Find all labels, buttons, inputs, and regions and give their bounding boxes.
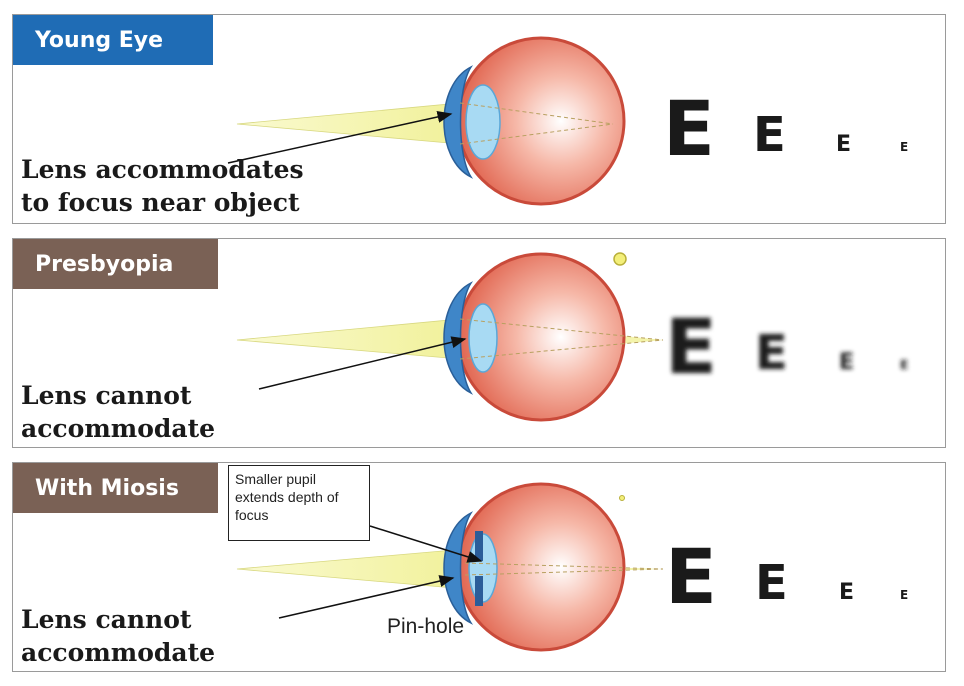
panel-caption: Lens cannot accommodate [21, 605, 216, 667]
cornea [443, 65, 474, 179]
focus-line [459, 339, 664, 360]
chart-letter: E [836, 132, 851, 157]
focus-line [464, 562, 664, 570]
panel-title: Young Eye [13, 15, 213, 65]
focus-line [459, 318, 664, 341]
chart-letter: E [665, 302, 717, 391]
chart-letter: E [900, 588, 908, 602]
eye-chart: E E E E [663, 84, 908, 173]
chart-letter: E [900, 358, 908, 372]
young-eye-illustration: E E E E [227, 36, 908, 206]
chart-letter: E [755, 555, 788, 611]
panel-caption: Lens accommodates to focus near object [21, 155, 304, 217]
eye-chart: E E E E [665, 532, 908, 621]
panel-young-eye: E E E E Young Eye Lens accommodates to f… [12, 14, 946, 224]
miosis-illustration: E E E E [236, 482, 908, 652]
pin-hole-iris [475, 531, 483, 561]
focus-line [464, 568, 664, 576]
chart-letter: E [839, 580, 854, 605]
chart-letter: E [755, 325, 788, 381]
callout-arrow [369, 525, 483, 563]
panel-title: Presbyopia [13, 239, 218, 289]
pointer-arrow [278, 575, 455, 619]
lens [468, 303, 498, 373]
callout-box: Smaller pupil extends depth of focus [228, 465, 370, 541]
chart-letter: E [839, 350, 854, 375]
panel-presbyopia: E E E E Presbyopia Lens cannot accommoda… [12, 238, 946, 448]
cornea [443, 511, 474, 625]
chart-letter: E [900, 140, 908, 154]
pointer-arrow [258, 336, 467, 390]
eye-chart-blurred: E E E E [665, 302, 908, 391]
panel-caption: Lens cannot accommodate [21, 381, 216, 443]
light-beam [236, 102, 461, 145]
pin-hole-label: Pin-hole [387, 615, 465, 638]
chart-letter: E [663, 84, 715, 173]
pin-hole-iris [475, 576, 483, 606]
focus-line [459, 102, 614, 125]
presbyopia-illustration: E E E E [236, 252, 908, 422]
lens [465, 84, 501, 160]
panel-miosis: E E E E With Miosis Smaller pupil extend… [12, 462, 946, 672]
chart-letter: E [665, 532, 717, 621]
panel-title: With Miosis [13, 463, 218, 513]
light-beam [236, 318, 461, 360]
pointer-arrow [227, 111, 453, 164]
chart-letter: E [753, 107, 786, 163]
light-source [613, 252, 627, 266]
focus-line [459, 123, 614, 145]
light-source [619, 495, 625, 501]
